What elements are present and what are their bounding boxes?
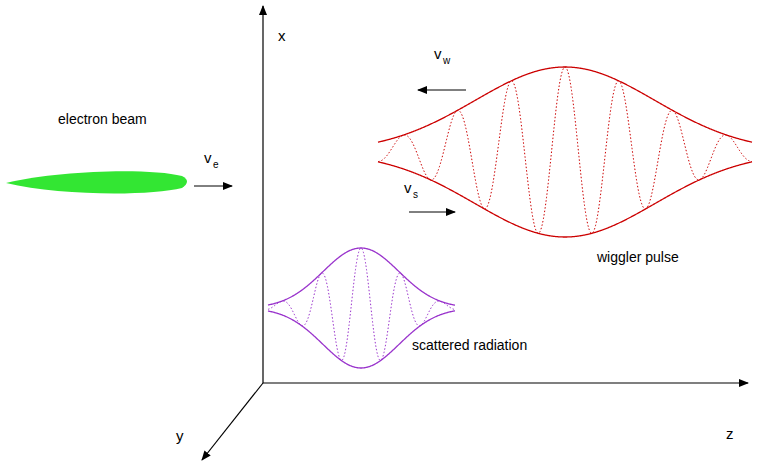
scattered-envelope bbox=[268, 248, 455, 305]
velocity-arrow bbox=[418, 90, 466, 91]
electron-beam bbox=[6, 171, 187, 193]
velocity-arrow bbox=[409, 212, 455, 213]
x-axis bbox=[262, 6, 263, 383]
axis-label: z bbox=[726, 426, 734, 441]
wiggler-carrier bbox=[378, 67, 752, 233]
velocity-subscript: s bbox=[413, 190, 418, 200]
beam-label: electron beam bbox=[58, 112, 147, 126]
velocity-subscript: e bbox=[213, 160, 219, 170]
velocity-symbol: v bbox=[204, 150, 212, 165]
z-axis bbox=[263, 382, 748, 383]
velocity-subscript: w bbox=[443, 56, 450, 66]
pulse-label: wiggler pulse bbox=[597, 250, 679, 264]
wiggler-envelope bbox=[378, 162, 752, 237]
radiation-label: scattered radiation bbox=[412, 338, 527, 352]
wiggler-envelope bbox=[378, 67, 752, 142]
velocity-arrow bbox=[194, 186, 232, 187]
velocity-symbol: v bbox=[404, 180, 412, 195]
axis-label: y bbox=[176, 428, 184, 443]
y-axis bbox=[202, 383, 263, 460]
velocity-symbol: v bbox=[434, 46, 442, 61]
axis-label: x bbox=[278, 28, 286, 43]
